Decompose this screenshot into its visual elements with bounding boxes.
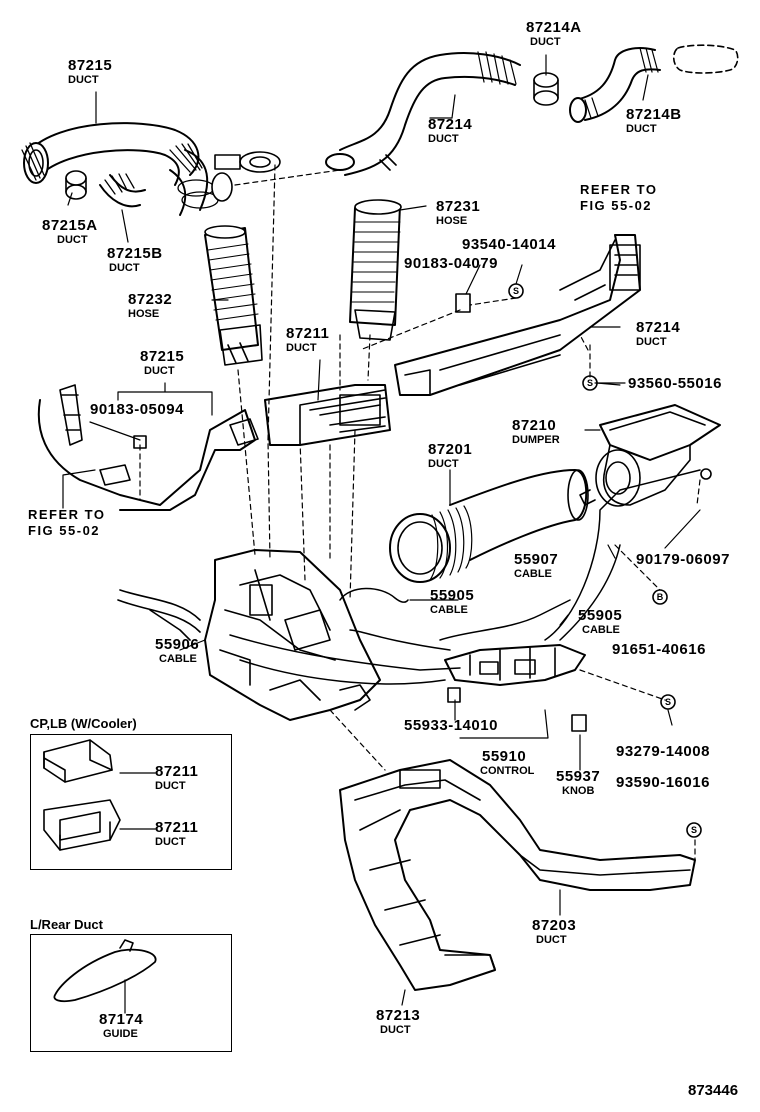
label-90183-04079: 90183-04079 bbox=[404, 255, 498, 272]
label-55933-14010: 55933-14010 bbox=[404, 717, 498, 734]
label-93590-16016: 93590-16016 bbox=[616, 774, 710, 791]
label-91651-40616: 91651-40616 bbox=[612, 641, 706, 658]
svg-text:S: S bbox=[587, 378, 593, 388]
inset-cooler-drawing bbox=[43, 739, 121, 851]
inset-rear-title: L/Rear Duct bbox=[30, 917, 103, 932]
cables-drawing bbox=[229, 469, 701, 685]
screw-letters: S S S S B bbox=[513, 286, 697, 835]
svg-text:B: B bbox=[657, 592, 664, 602]
clip-90183-04079-drawing bbox=[455, 293, 471, 313]
duct-87215-drawing bbox=[21, 122, 281, 216]
duct-87201-drawing bbox=[389, 469, 589, 583]
inset-cooler-box bbox=[30, 734, 232, 870]
duct-87214-right-drawing bbox=[394, 234, 641, 396]
svg-text:S: S bbox=[665, 697, 671, 707]
inset-guide-drawing bbox=[53, 939, 157, 1003]
inset-rear-box bbox=[30, 934, 232, 1052]
label-93560-55016: 93560-55016 bbox=[628, 375, 722, 392]
duct-87211-drawing bbox=[264, 384, 391, 446]
inset-cooler-title: CP,LB (W/Cooler) bbox=[30, 716, 137, 731]
label-90183-05094: 90183-05094 bbox=[90, 401, 184, 418]
hose-87232-drawing bbox=[204, 225, 263, 366]
label-93279-14008: 93279-14008 bbox=[616, 743, 710, 760]
duct-87214-top-drawing bbox=[325, 44, 739, 176]
label-90179-06097: 90179-06097 bbox=[636, 551, 730, 568]
svg-text:S: S bbox=[513, 286, 519, 296]
label-93540-14014: 93540-14014 bbox=[462, 236, 556, 253]
heater-unit-drawing bbox=[117, 549, 381, 721]
hose-87231-drawing bbox=[349, 199, 402, 341]
control-55910-drawing bbox=[444, 644, 587, 732]
duct-87203-87213-drawing bbox=[339, 759, 696, 991]
svg-text:S: S bbox=[691, 825, 697, 835]
bracket-87215-lower-drawing bbox=[37, 384, 259, 511]
figure-number: 873446 bbox=[688, 1082, 739, 1099]
dumper-87210-drawing bbox=[579, 404, 721, 507]
leader-lines bbox=[62, 54, 701, 1014]
dashed-leader-lines bbox=[139, 164, 701, 861]
